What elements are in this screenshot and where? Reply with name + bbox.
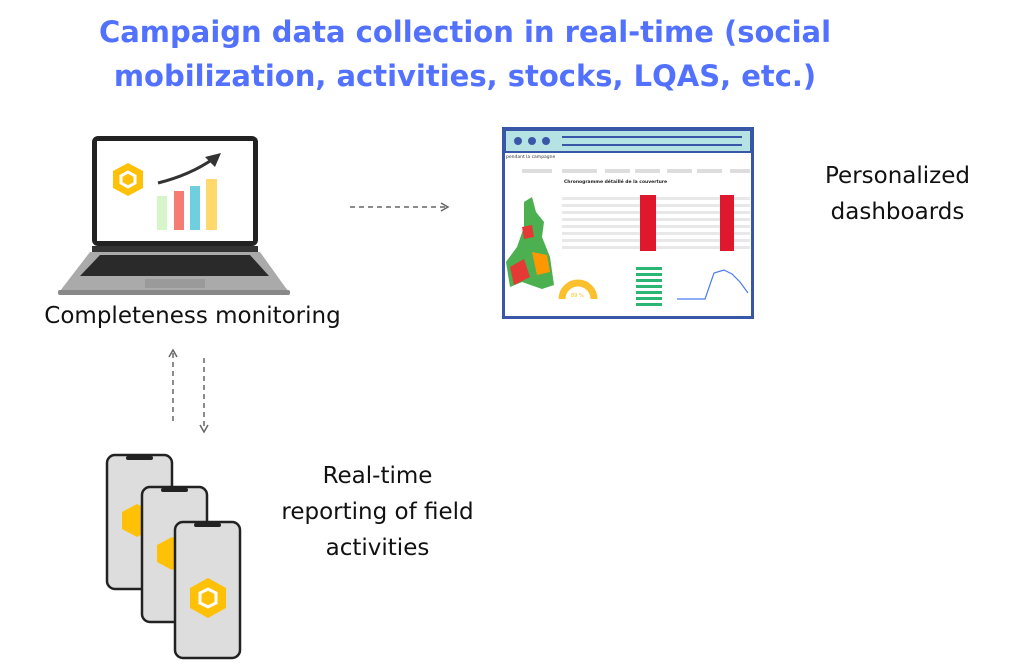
title-line-1: Campaign data collection in real-time (s…: [98, 15, 832, 49]
dashboard-caption: Personalized dashboards: [825, 163, 970, 225]
dashboard-header-text: pendant la campagne: [506, 154, 556, 160]
hexagon-logo-icon: [190, 578, 226, 618]
dashboard-section-title: Chronogramme détaillé de la couverture: [564, 178, 667, 185]
arrow-to-dashboard: [350, 202, 450, 212]
dashboard-illustration: pendant la campagne Chronogramme détaill…: [502, 127, 754, 319]
title-line-2: mobilization, activities, stocks, LQAS, …: [113, 59, 817, 93]
growth-bar-chart-icon: [157, 153, 221, 230]
sync-arrows: [168, 348, 209, 434]
hexagon-logo-icon: [113, 163, 143, 196]
phones-caption: Real-time reporting of field activities: [281, 463, 474, 561]
page-title: Campaign data collection in real-time (s…: [60, 10, 870, 98]
phone: [173, 520, 242, 660]
gauge-value: 89 %: [571, 293, 584, 299]
laptop-caption: Completeness monitoring: [44, 303, 341, 329]
phones-illustration: [105, 453, 242, 660]
laptop-illustration: [58, 136, 290, 295]
